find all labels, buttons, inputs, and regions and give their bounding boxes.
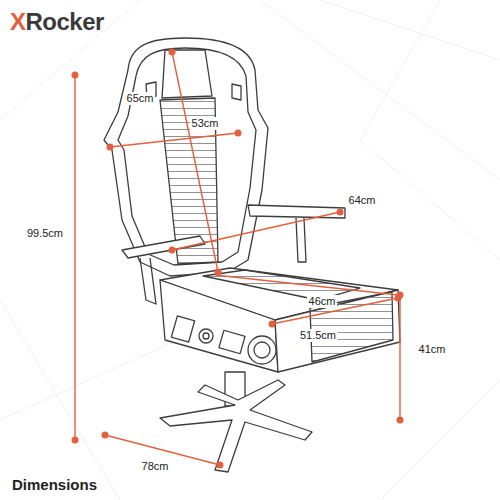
dimension-label: 78cm xyxy=(140,460,171,473)
dimension-label: 64cm xyxy=(347,194,378,207)
dimension-label: 65cm xyxy=(125,92,156,105)
chair-outline xyxy=(104,38,400,472)
dimension-label: 46cm xyxy=(307,295,338,308)
dimension-label: 53cm xyxy=(190,117,221,130)
dimension-dots xyxy=(72,49,404,469)
dimension-label: 41cm xyxy=(417,343,448,356)
dimension-label: 99.5cm xyxy=(25,227,65,240)
brand-logo: XRocker xyxy=(8,8,106,36)
dimension-label: 51.5cm xyxy=(298,329,338,342)
dimension-lines xyxy=(75,52,400,465)
caption: Dimensions xyxy=(10,476,99,494)
